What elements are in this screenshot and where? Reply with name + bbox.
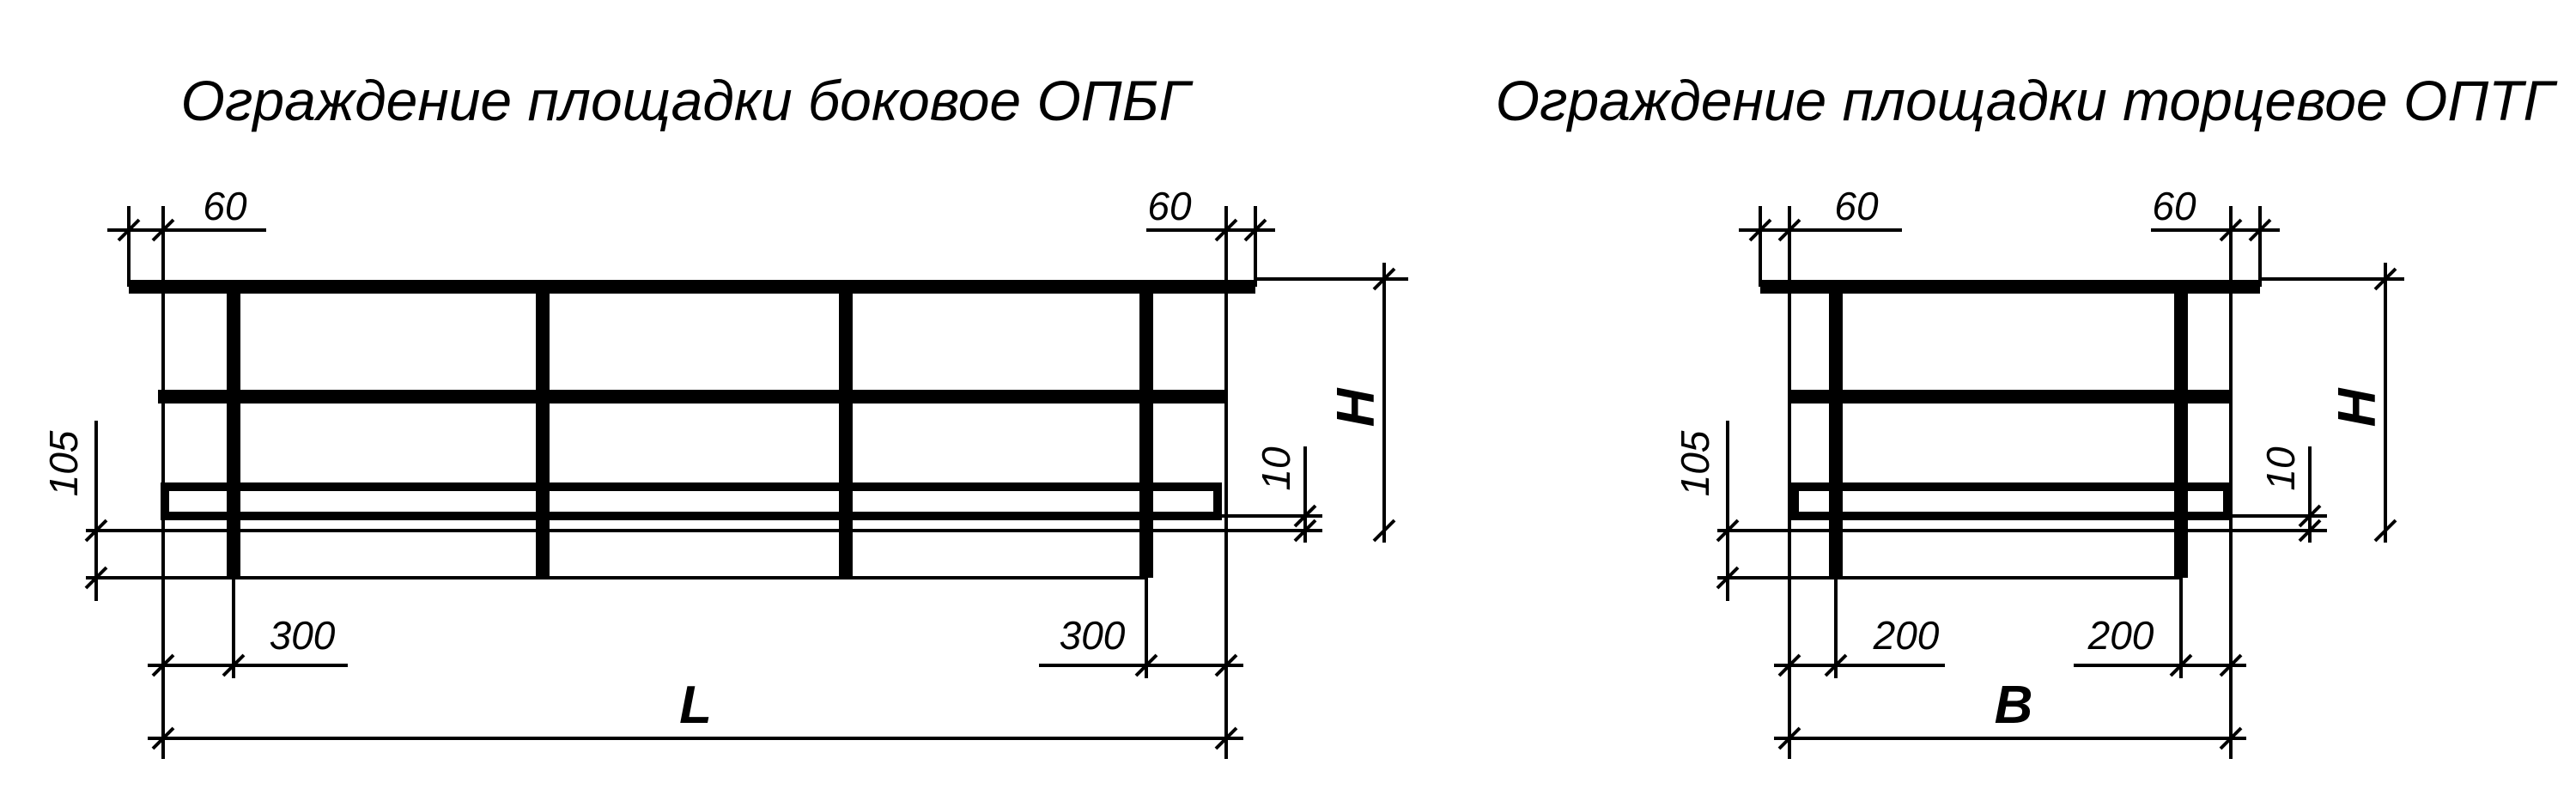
end-railing-frame [1717, 280, 2327, 580]
end-railing-title: Ограждение площадки торцевое ОПТГ [1496, 69, 2558, 132]
side-railing-dimensions: 60 60 H 10 105 [41, 184, 1408, 759]
end-dim-top-left: 60 [1834, 184, 1879, 228]
dim-length: L [679, 676, 712, 735]
dim-top-left: 60 [203, 184, 247, 228]
end-dim-bottom-left: 200 [1873, 613, 1940, 658]
end-dim-width: B [1995, 676, 2033, 735]
end-dim-top-right: 60 [2152, 184, 2196, 228]
end-railing-view: Ограждение площадки торцевое ОПТГ 60 [1496, 69, 2558, 759]
end-dim-bottom-right: 200 [2087, 613, 2154, 658]
end-dim-toe: 10 [2258, 446, 2303, 491]
dim-bottom-right: 300 [1060, 613, 1126, 658]
side-railing-title: Ограждение площадки боковое ОПБГ [181, 69, 1194, 132]
dim-side: 105 [41, 430, 86, 496]
dim-top-right: 60 [1147, 184, 1192, 228]
toe-board [161, 482, 1222, 520]
end-railing-dimensions: 60 60 H 10 105 [1673, 184, 2404, 759]
dim-bottom-left: 300 [270, 613, 336, 658]
end-dim-side: 105 [1673, 430, 1717, 496]
side-railing-frame [86, 280, 1322, 580]
dim-toe: 10 [1254, 446, 1298, 491]
end-dim-height: H [2328, 387, 2387, 427]
dim-height: H [1327, 387, 1386, 427]
end-toe-board [1790, 482, 2232, 520]
side-railing-view: Ограждение площадки боковое ОПБГ 60 [41, 69, 1408, 759]
